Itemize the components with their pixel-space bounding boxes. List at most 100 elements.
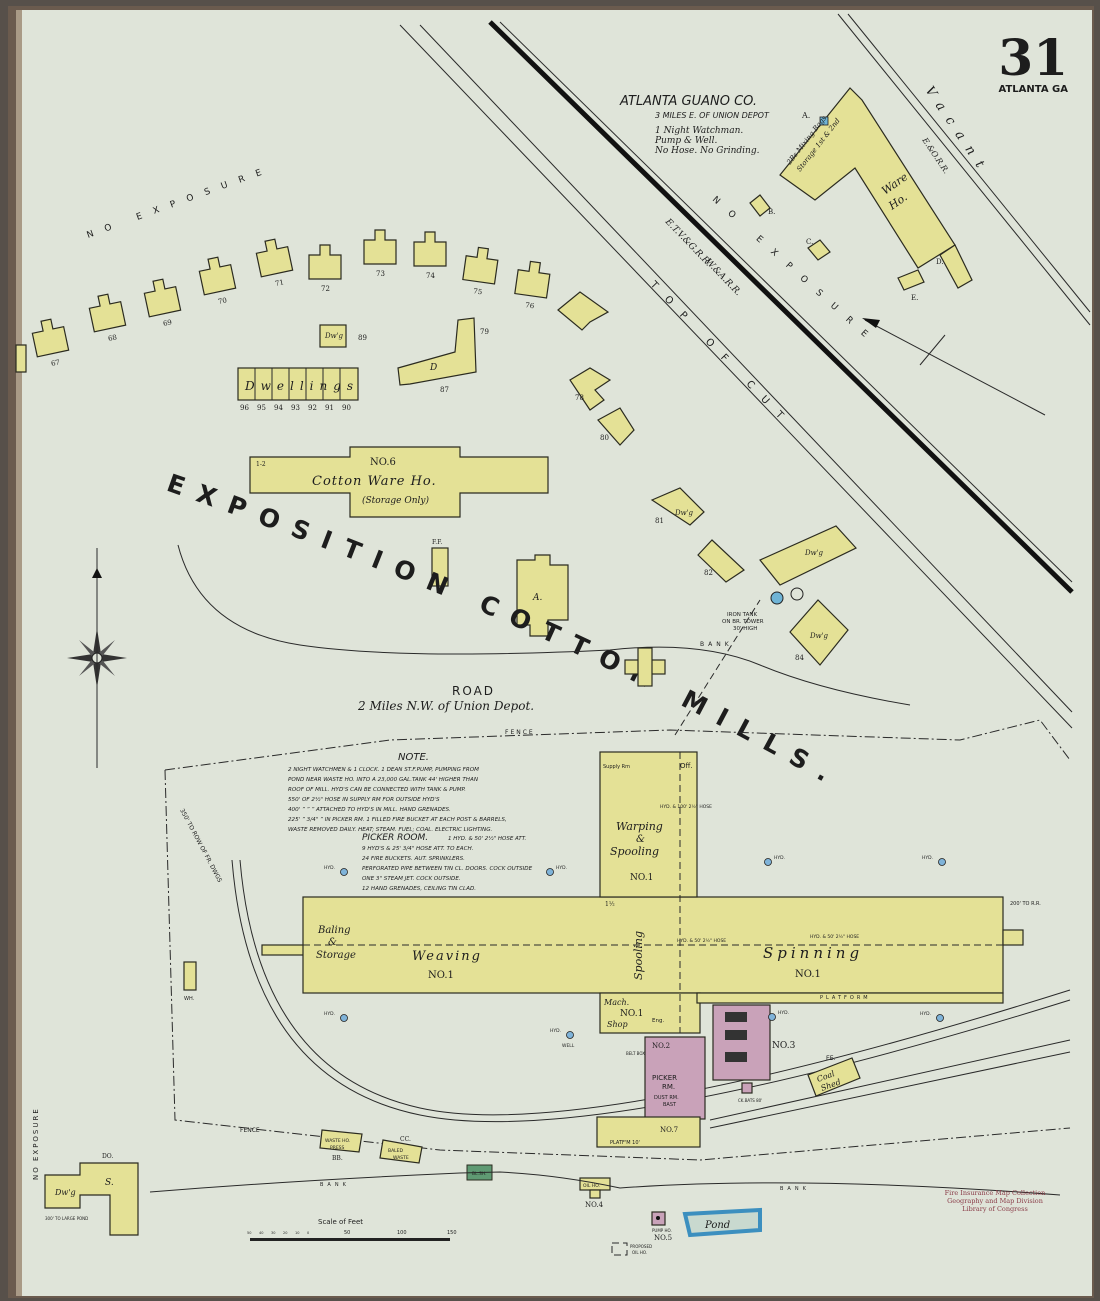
svg-text:0: 0 [307,1231,309,1235]
guano-tank [819,116,829,126]
svg-text:79: 79 [480,328,489,336]
svg-text:WASTE HO.: WASTE HO. [325,1138,350,1144]
svg-text:CC.: CC. [400,1136,411,1143]
svg-text:30: 30 [271,1231,275,1235]
road-name: ROAD [452,684,495,698]
svg-text:67: 67 [50,358,60,368]
dwelling-s [44,1162,139,1236]
svg-text:NO.1: NO.1 [630,873,653,883]
svg-text:NOTE.: NOTE. [398,752,429,763]
svg-text:1 HYD. & 50' 2½" HOSE ATT.: 1 HYD. & 50' 2½" HOSE ATT. [448,835,526,842]
mach-shop [599,992,701,1034]
svg-text:Fire Insurance Map Collection: Fire Insurance Map Collection [945,1189,1046,1197]
dwelling: 68 [88,293,127,343]
platform-no7 [596,1116,701,1148]
svg-text:89: 89 [358,334,367,342]
svg-text:Eng.: Eng. [652,1018,664,1024]
other-dwellings: Dw'g 89 D 87 79 78 80 Dw'g 81 82 Dw'g Dw… [319,291,857,666]
bridge [624,647,666,687]
hydrant [768,1013,776,1021]
svg-text:A.: A. [801,111,810,120]
guano-warehouse [779,87,956,269]
svg-text:(Storage Only): (Storage Only) [362,495,429,506]
svg-text:225' ” 3/4" ” IN PICKER RM. 1: 225' ” 3/4" ” IN PICKER RM. 1 FILLED FIR… [288,817,507,823]
svg-text:1-2: 1-2 [256,461,266,468]
railroad-main-track [488,20,1074,594]
hydrant-label: HYD. [550,1028,561,1034]
svg-text:550' OF 2½" HOSE IN SUPPLY RM: 550' OF 2½" HOSE IN SUPPLY RM FOR OUTSID… [288,796,440,803]
svg-text:Spooling: Spooling [632,931,645,980]
svg-text:24 FIRE BUCKETS. AUT. SPRINKLE: 24 FIRE BUCKETS. AUT. SPRINKLERS. [362,856,465,862]
svg-text:PLATFORM: PLATFORM [820,995,871,1001]
well-label: WELL [562,1043,575,1049]
svg-text:93: 93 [291,404,300,412]
fire-protection-note: NOTE. 2 NIGHT WATCHMEN & 1 CLOCK. 1 DEAN… [288,752,533,892]
hydrant-label: HYD. [922,855,933,861]
road-note: 2 Miles N.W. of Union Depot. [357,699,534,713]
svg-text:50: 50 [247,1231,251,1235]
svg-text:Storage: Storage [316,950,356,961]
svg-text:NO.6: NO.6 [370,457,396,468]
svg-text:Dw'g: Dw'g [54,1188,76,1197]
svg-text:FENCE: FENCE [505,729,535,736]
svg-text:400' ” ” ” ATTACHED TO HYD'S I: 400' ” ” ” ATTACHED TO HYD'S IN MILL. HA… [288,807,451,813]
svg-text:150: 150 [447,1230,457,1236]
svg-text:40: 40 [259,1231,263,1235]
svg-text:BAST: BAST [663,1102,677,1108]
hydrant-label: HYD. [920,1011,931,1017]
dwelling: 69 [143,278,182,328]
guano-subtitle: 3 MILES E. OF UNION DEPOT [655,111,770,120]
dwelling: 75 [462,246,499,296]
svg-text:Dw'g: Dw'g [674,509,694,517]
svg-text:IRON TANK: IRON TANK [727,612,757,618]
dwelling: 74 [413,231,447,280]
svg-text:PRESS: PRESS [330,1145,345,1151]
svg-text:Spooling: Spooling [610,845,659,858]
svg-text:69: 69 [162,318,172,328]
hydrant [340,868,348,876]
baled-waste [379,1139,423,1164]
hydrant [936,1014,944,1022]
dwelling: 67 [31,318,70,368]
sheet-number: 31 [998,28,1068,87]
svg-text:300' TO LARGE POND: 300' TO LARGE POND [45,1216,88,1221]
hydrants: HYD.HYD.HYD.HYD.HYD.HYD.HYD.HYD.WELL [324,855,946,1049]
svg-text:73: 73 [376,270,385,278]
coal-shed [807,1057,861,1097]
outbuildings: WH. WASTE HO. PRESS BB. BALED WASTE CC. … [44,961,1061,1256]
picker-room [644,1036,706,1120]
svg-text:10: 10 [295,1231,299,1235]
svg-text:NO.1: NO.1 [620,1009,643,1019]
svg-text:20: 20 [283,1231,287,1235]
svg-text:BB.: BB. [332,1155,343,1162]
bank-line [177,544,911,706]
svg-text:Spinning: Spinning [763,944,863,962]
svg-text:D.: D. [936,258,944,266]
svg-text:PLATF'M 10': PLATF'M 10' [610,1140,640,1146]
svg-text:Mach.: Mach. [603,998,629,1007]
svg-text:Geography and Map Division: Geography and Map Division [947,1197,1043,1205]
svg-text:PICKER: PICKER [652,1074,677,1082]
hydrant-label: HYD. [324,1011,335,1017]
svg-text:1½: 1½ [605,901,615,908]
svg-text:NO.1: NO.1 [428,970,454,981]
svg-text:WASTE: WASTE [393,1155,409,1161]
svg-text:78: 78 [575,394,584,402]
no-exposure-label: NO EXPOSURE [32,1107,40,1180]
svg-text:Baling: Baling [317,925,351,936]
svg-text:OIL HO.: OIL HO. [632,1250,647,1255]
north-arrow [862,318,1046,416]
svg-text:100: 100 [397,1230,407,1236]
svg-text:Dwellings: Dwellings [244,379,359,393]
guano-title: ATLANTA GUANO CO. [619,94,757,109]
svg-text:90: 90 [342,404,351,412]
svg-text:HYD. & 50' 2½" HOSE: HYD. & 50' 2½" HOSE [810,933,859,940]
svg-text:BALED: BALED [388,1148,404,1154]
svg-text:200' TO R.R.: 200' TO R.R. [1010,901,1041,907]
svg-text:WASTE REMOVED DAILY. HEAT; STE: WASTE REMOVED DAILY. HEAT; STEAM. FUEL; … [288,827,493,833]
bank-label: BANK [700,641,733,648]
svg-text:Library of Congress: Library of Congress [962,1205,1028,1213]
